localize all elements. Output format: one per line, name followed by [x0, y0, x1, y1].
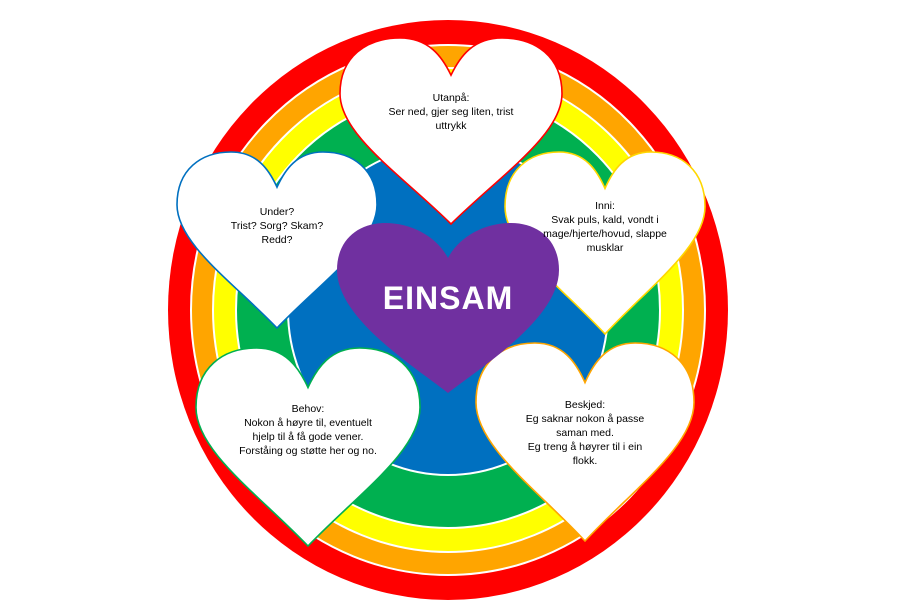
heart-line: mage/hjerte/hovud, slappe [543, 228, 667, 240]
heart-line: Inni: [595, 200, 615, 212]
heart-utanpa [339, 37, 563, 226]
heart-line: Eg saknar nokon å passe [525, 413, 645, 425]
heart-line: musklar [586, 242, 624, 254]
center-word: EINSAM [382, 280, 514, 316]
heart-line: saman med. [556, 427, 614, 439]
heart-under [176, 151, 378, 330]
heart-line: hjelp til å få gode vener. [252, 431, 364, 443]
heart-inni-text: Inni: Svak puls, kald, vondt i mage/hjer… [507, 199, 703, 255]
white-hearts [176, 37, 706, 548]
heart-line: Behov: [291, 403, 325, 415]
center-heart [337, 223, 559, 393]
heart-beskjed [475, 342, 695, 543]
heart-line: Under? [259, 206, 295, 218]
heart-line: flokk. [572, 455, 598, 467]
heart-line: Forståing og støtte her og no. [239, 445, 377, 457]
heart-utanpa-text: Utanpå: Ser ned, gjer seg liten, trist u… [344, 91, 558, 133]
heart-line: Ser ned, gjer seg liten, trist [388, 106, 514, 118]
heart-line: Trist? Sorg? Skam? [230, 220, 324, 232]
heart-line: Svak puls, kald, vondt i [551, 214, 659, 226]
heart-line: Redd? [261, 234, 293, 246]
heart-line: Utanpå: [432, 92, 470, 104]
heart-under-text: Under? Trist? Sorg? Skam? Redd? [179, 205, 375, 247]
heart-behov [195, 347, 421, 548]
heart-beskjed-text: Beskjed: Eg saknar nokon å passe saman m… [478, 398, 692, 468]
heart-line: Eg treng å høyrer til i ein [527, 441, 643, 453]
heart-behov-text: Behov: Nokon å høyre til, eventuelt hjel… [198, 402, 418, 458]
heart-line: Beskjed: [564, 399, 606, 411]
heart-line: uttrykk [435, 120, 467, 132]
heart-line: Nokon å høyre til, eventuelt [244, 417, 372, 429]
